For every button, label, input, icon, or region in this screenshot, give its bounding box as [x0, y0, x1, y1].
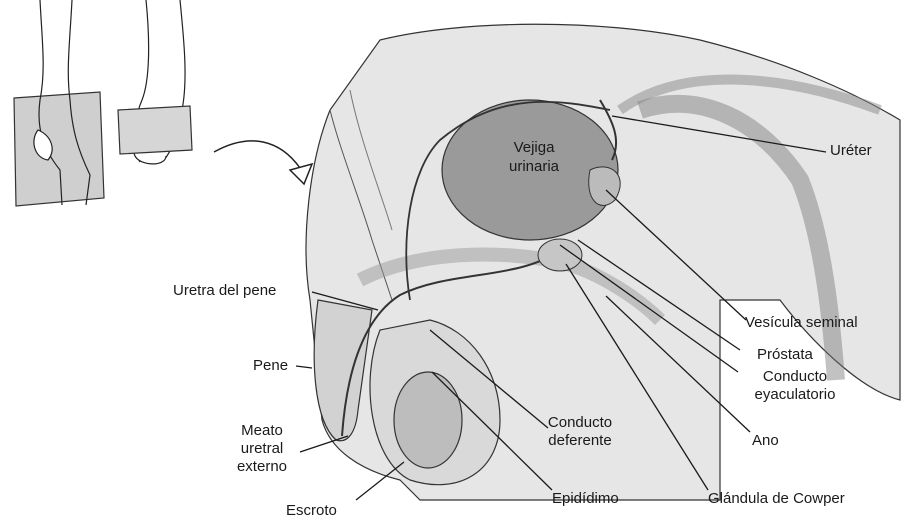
label-uretra-pene: Uretra del pene — [173, 282, 276, 300]
label-meato: Meato uretral externo — [226, 422, 298, 476]
label-ano: Ano — [752, 432, 779, 450]
label-pene: Pene — [253, 357, 288, 375]
label-vesicula-seminal: Vesícula seminal — [745, 314, 858, 332]
label-conducto-deferente: Conducto deferente — [540, 414, 620, 450]
inset-illustration — [14, 0, 192, 206]
label-vejiga: Vejiga urinaria — [498, 138, 570, 176]
label-glandula-cowper: Glándula de Cowper — [708, 490, 845, 508]
label-conducto-eyaculatorio: Conducto eyaculatorio — [735, 368, 855, 404]
label-ureter: Uréter — [830, 142, 872, 160]
curved-arrow-icon — [214, 141, 312, 184]
label-prostata: Próstata — [757, 346, 813, 364]
leader-pene — [296, 366, 312, 368]
label-escroto: Escroto — [286, 502, 337, 520]
label-epididimo: Epidídimo — [552, 490, 619, 508]
